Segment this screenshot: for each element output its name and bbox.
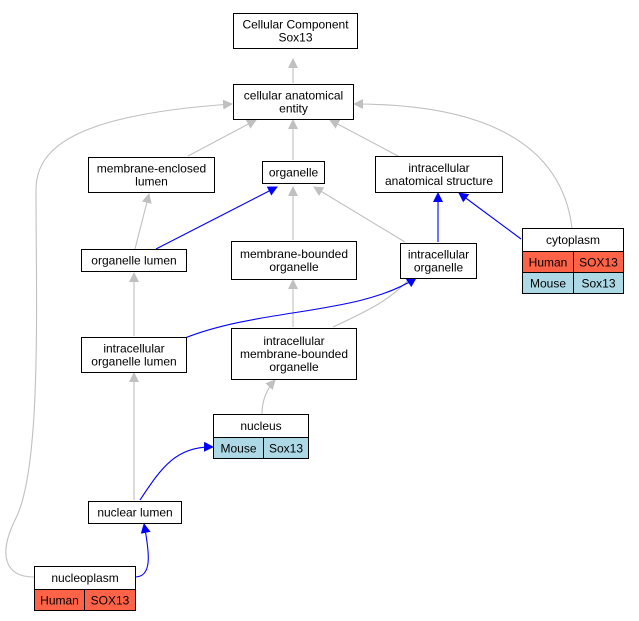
edge-nl-to-nuc (139, 441, 214, 501)
node-label-line: nuclear lumen (97, 506, 172, 520)
edge-iol-to-io (184, 277, 417, 339)
node-box (88, 157, 215, 193)
species-label: Mouse (220, 442, 256, 456)
node-label-line: lumen (135, 175, 168, 189)
species-label: Mouse (530, 277, 566, 291)
species-label: Human (529, 256, 568, 270)
node-label-line: intracellular (408, 161, 469, 175)
node-org[interactable]: organelle (262, 161, 325, 184)
node-label-line: cytoplasm (546, 233, 600, 247)
node-label-line: intracellular (263, 334, 324, 348)
edge-nucp-to-nl (134, 523, 151, 578)
node-box (88, 501, 182, 524)
node-label-line: intracellular (103, 342, 164, 356)
node-box (233, 84, 354, 120)
edge-io-to-org (313, 186, 406, 243)
species-label: Human (40, 594, 79, 608)
gene-cell (573, 272, 624, 294)
node-label-line: nucleus (240, 419, 281, 433)
node-label-line: Sox13 (278, 31, 312, 45)
node-label-line: cellular anatomical (244, 89, 343, 103)
edges-is-a (5, 58, 573, 578)
gene-symbol: Sox13 (269, 442, 303, 456)
node-label-line: organelle (269, 260, 319, 274)
edge-ol-to-mel (134, 193, 152, 250)
node-label-line: membrane-bounded (240, 247, 348, 261)
node-label-line: Cellular Component (242, 18, 349, 32)
node-box (81, 249, 187, 272)
gene-cell (263, 437, 309, 459)
node-box (400, 243, 477, 279)
node-label-line: organelle (269, 166, 319, 180)
node-label-line: nucleoplasm (51, 571, 118, 585)
edge-ias-to-cae (329, 119, 399, 157)
node-label-line: organelle lumen (91, 355, 176, 369)
node-label-line: organelle (414, 261, 464, 275)
edge-nuc-to-imbo (261, 379, 276, 415)
node-ol[interactable]: organelle lumen (81, 249, 187, 272)
node-label-line: intracellular (408, 248, 469, 262)
node-box (231, 241, 357, 280)
node-label-line: membrane-bounded (240, 347, 348, 361)
node-box (375, 156, 503, 193)
node-label-line: entity (279, 102, 308, 116)
node-label-line: anatomical structure (385, 174, 493, 188)
gene-cell (84, 589, 136, 611)
edge-cyto-to-ias (458, 192, 522, 240)
edge-ol-to-org (155, 186, 278, 250)
gene-symbol: Sox13 (581, 277, 615, 291)
node-box (233, 13, 358, 49)
gene-symbol: SOX13 (91, 594, 130, 608)
node-label-line: organelle lumen (91, 254, 176, 268)
node-label-line: organelle (269, 360, 319, 374)
node-box (81, 337, 187, 373)
node-label-line: membrane-enclosed (97, 162, 206, 176)
node-box (262, 161, 325, 184)
edge-nucp-to-cae (5, 99, 233, 578)
node-box (231, 328, 357, 380)
edge-imbo-to-io (332, 277, 411, 328)
node-nl[interactable]: nuclear lumen (88, 501, 182, 524)
edge-cyto-to-cae (353, 99, 573, 229)
edges-part-of (134, 186, 522, 578)
edge-mel-to-cae (187, 119, 257, 157)
gene-symbol: SOX13 (579, 256, 618, 270)
